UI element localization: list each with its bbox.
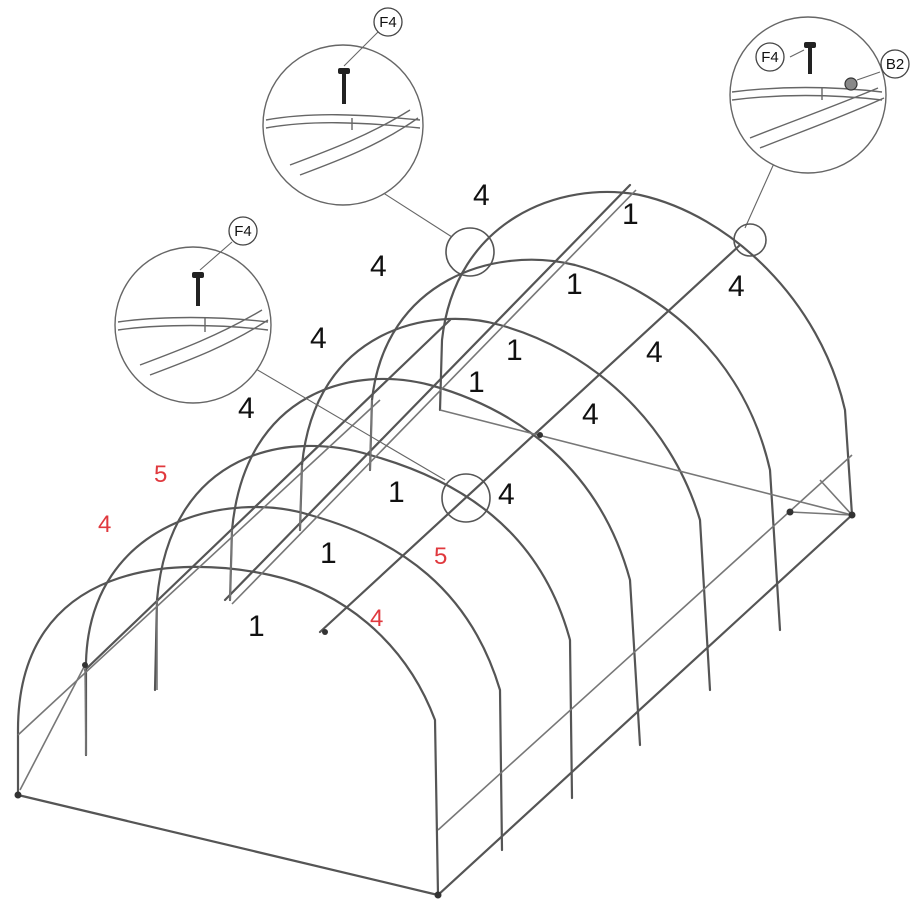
part-labels-red: 5 4 5 4 bbox=[98, 461, 447, 632]
joint-node bbox=[14, 791, 22, 799]
front-arch bbox=[16, 565, 440, 897]
part-label: 4 bbox=[238, 392, 255, 425]
part-labels-black: 1 1 1 1 1 1 1 4 4 4 4 4 4 4 4 bbox=[238, 179, 745, 643]
back-base-rail bbox=[439, 409, 853, 516]
upright-6 bbox=[369, 399, 373, 471]
joint-node bbox=[786, 508, 794, 516]
detail-tube bbox=[265, 114, 421, 121]
detail-brace bbox=[149, 319, 269, 376]
detail-brace bbox=[139, 309, 263, 366]
right-base-rail bbox=[436, 513, 854, 897]
left-purlin bbox=[83, 318, 452, 672]
door-post bbox=[84, 664, 87, 756]
ridge-purlin bbox=[223, 183, 632, 602]
part-label: 1 bbox=[622, 198, 639, 231]
part-label-red: 4 bbox=[98, 511, 111, 538]
tag-leader bbox=[343, 31, 379, 67]
detail-tube bbox=[117, 316, 269, 323]
front-base-rail bbox=[16, 793, 440, 897]
detail-marker-center bbox=[441, 473, 491, 523]
part-label: 1 bbox=[248, 610, 265, 643]
tag-leader bbox=[856, 71, 881, 81]
part-label: 4 bbox=[728, 270, 745, 303]
part-label-red: 5 bbox=[434, 543, 447, 570]
arch-6 bbox=[368, 258, 782, 632]
part-label: 4 bbox=[582, 398, 599, 431]
detail-brace bbox=[299, 117, 419, 176]
detail-view-top: F4 bbox=[262, 7, 424, 206]
upright-4 bbox=[229, 529, 233, 601]
detail-marker-right bbox=[733, 223, 767, 257]
detail-marker-top bbox=[445, 227, 495, 277]
tag-f4-right: F4 bbox=[761, 49, 779, 66]
part-label-red: 5 bbox=[154, 461, 167, 488]
right-mid-rail bbox=[437, 454, 853, 831]
joint-node bbox=[322, 629, 328, 635]
tag-b2: B2 bbox=[886, 56, 904, 73]
bolt-icon bbox=[196, 276, 200, 306]
right-purlin bbox=[318, 243, 742, 634]
callout-leaders bbox=[214, 149, 781, 481]
detail-tube bbox=[731, 94, 883, 101]
upright-5 bbox=[299, 464, 303, 531]
detail-tube bbox=[265, 122, 421, 129]
nut-icon bbox=[844, 77, 858, 91]
tag-circle-f4-top bbox=[373, 7, 403, 37]
tag-circle-b2 bbox=[880, 49, 910, 79]
part-label: 4 bbox=[646, 336, 663, 369]
detail-circle-top bbox=[262, 44, 424, 206]
detail-brace bbox=[759, 97, 885, 149]
tag-f4-left: F4 bbox=[234, 223, 252, 240]
detail-view-left: F4 bbox=[114, 216, 272, 404]
part-label: 1 bbox=[506, 334, 523, 367]
arch-2 bbox=[84, 505, 504, 852]
back-arch bbox=[438, 190, 854, 517]
tag-leader bbox=[789, 49, 805, 58]
part-label-red: 4 bbox=[370, 605, 383, 632]
bolt-head-icon bbox=[192, 272, 204, 278]
greenhouse-frame bbox=[14, 183, 856, 899]
detail-brace bbox=[289, 109, 411, 166]
back-brace bbox=[789, 479, 854, 516]
detail-tube bbox=[731, 86, 883, 93]
bolt-head-icon bbox=[338, 68, 350, 74]
bolt-icon bbox=[342, 72, 346, 104]
part-label: 1 bbox=[468, 366, 485, 399]
part-label: 4 bbox=[498, 478, 515, 511]
joint-node bbox=[82, 662, 88, 668]
bolt-head-icon bbox=[804, 42, 816, 48]
detail-view-right: F4 B2 bbox=[729, 16, 910, 174]
part-label: 4 bbox=[310, 322, 327, 355]
detail-brace bbox=[749, 87, 879, 139]
arch-4 bbox=[228, 377, 642, 747]
tag-circle-f4-left bbox=[228, 216, 258, 246]
detail-tube bbox=[117, 324, 269, 331]
tag-leader bbox=[199, 241, 233, 271]
tag-f4-top: F4 bbox=[379, 14, 397, 31]
part-label: 1 bbox=[566, 268, 583, 301]
tag-circle-f4-right bbox=[755, 42, 785, 72]
ridge-purlin-edge bbox=[231, 189, 637, 605]
part-label: 1 bbox=[320, 537, 337, 570]
part-label: 1 bbox=[388, 476, 405, 509]
arch-5 bbox=[298, 317, 712, 692]
front-diagonal-brace bbox=[19, 664, 86, 791]
part-label: 4 bbox=[370, 250, 387, 283]
joint-node bbox=[848, 511, 856, 519]
part-label: 4 bbox=[473, 179, 490, 212]
joint-node bbox=[434, 891, 442, 899]
bolt-icon bbox=[808, 46, 812, 74]
joint-node bbox=[537, 432, 543, 438]
